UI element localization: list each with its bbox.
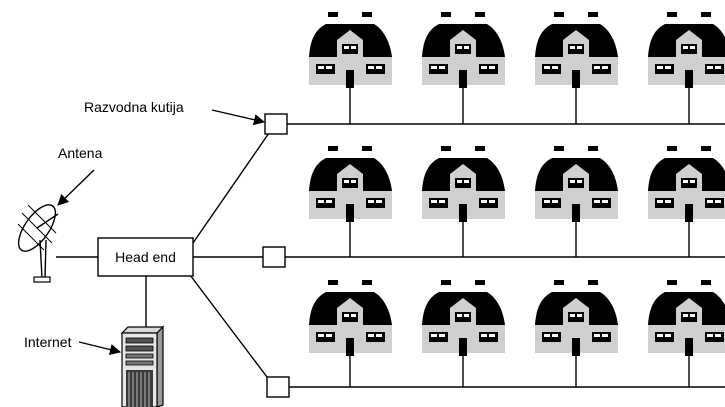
internet-arrow [78, 341, 122, 356]
antenna-label: Antena [58, 145, 103, 161]
house-icon [309, 12, 392, 88]
house-icon [535, 280, 618, 356]
headend-label: Head end [115, 249, 176, 265]
house-icon [535, 12, 618, 88]
antenna-arrow [57, 169, 95, 206]
house-icon [422, 280, 505, 356]
feeder-line-top [192, 132, 270, 244]
house-drops [349, 86, 690, 387]
house-icon [648, 280, 725, 356]
splitter-box-top [264, 113, 288, 135]
satellite-dish-icon [17, 204, 59, 283]
splitter-box-middle [262, 246, 286, 268]
house-icon [422, 12, 505, 88]
house-icon [648, 12, 725, 88]
house-icon [309, 146, 392, 222]
splitter-label: Razvodna kutija [84, 99, 184, 115]
server-tower-icon [120, 325, 165, 407]
splitter-box-bottom [266, 376, 290, 398]
house-icon [648, 146, 725, 222]
internet-label: Internet [24, 334, 72, 350]
house-icon [422, 146, 505, 222]
house-icon [309, 280, 392, 356]
feeder-line-bottom [189, 274, 268, 378]
splitter-arrow [211, 109, 266, 126]
headend-box: Head end [97, 237, 194, 277]
house-icon [535, 146, 618, 222]
